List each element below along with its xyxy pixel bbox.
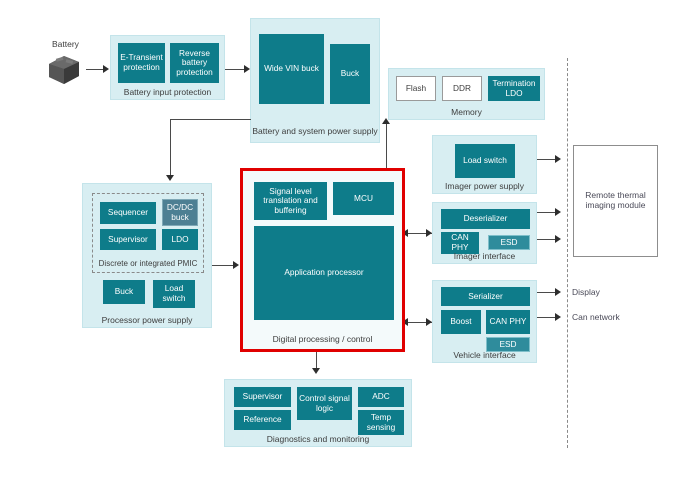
block-serializer[interactable]: Serializer (441, 287, 530, 306)
label-display: Display (572, 287, 600, 297)
connector-syspower-to-digital (386, 120, 387, 182)
arrowhead-canphy-to-network (555, 313, 561, 321)
block-boost[interactable]: Boost (441, 310, 481, 334)
arrowhead-serializer-to-display (555, 288, 561, 296)
connector-canphy-to-module (537, 239, 558, 240)
block-load-switch-processor[interactable]: Load switch (153, 280, 195, 308)
group-label-vehicle-interface: Vehicle interface (453, 350, 516, 360)
arrowhead-left-imager-interface (402, 229, 408, 237)
block-load-switch-imager[interactable]: Load switch (455, 144, 515, 178)
block-remote-thermal-imaging-module[interactable]: Remote thermal imaging module (573, 145, 658, 257)
connector-serializer-to-display (537, 292, 558, 293)
system-boundary-divider (567, 58, 568, 448)
block-ddr[interactable]: DDR (442, 76, 482, 101)
block-supervisor-pmic[interactable]: Supervisor (100, 229, 156, 250)
subgroup-label-discrete-or-integrated-pmic: Discrete or integrated PMIC (98, 259, 198, 268)
block-deserializer[interactable]: Deserializer (441, 209, 530, 229)
block-termination-ldo[interactable]: Termination LDO (488, 76, 540, 101)
arrowhead-to-processor-power (166, 175, 174, 181)
connector-procpower-to-digital (212, 265, 237, 266)
block-e-transient-protection[interactable]: E-Transient protection (118, 43, 165, 83)
group-imager-interface[interactable]: Deserializer CAN PHY ESD Imager interfac… (432, 202, 537, 264)
label-can-network: Can network (572, 312, 620, 322)
block-supervisor-diagnostics[interactable]: Supervisor (234, 387, 291, 407)
arrowhead-battery-to-protection (103, 65, 109, 73)
block-reverse-battery-protection[interactable]: Reverse battery protection (170, 43, 219, 83)
arrowhead-protection-to-syspower (244, 65, 250, 73)
connector-deserializer-to-module (537, 212, 558, 213)
group-battery-and-system-power-supply[interactable]: Wide VIN buck Buck Battery and system po… (250, 18, 380, 143)
group-processor-power-supply[interactable]: Sequencer DC/DC buck Supervisor LDO Disc… (82, 183, 212, 328)
battery-label: Battery (52, 39, 79, 49)
arrowhead-up-to-memory (382, 118, 390, 124)
group-imager-power-supply[interactable]: Load switch Imager power supply (432, 135, 537, 194)
group-label-battery-input-protection: Battery input protection (123, 87, 212, 97)
battery-3d-icon (49, 56, 79, 84)
block-can-phy-imager[interactable]: CAN PHY (441, 232, 479, 254)
group-label-memory: Memory (451, 107, 482, 117)
block-application-processor[interactable]: Application processor (254, 226, 394, 320)
group-memory[interactable]: Flash DDR Termination LDO Memory (388, 68, 545, 120)
group-label-diagnostics-and-monitoring: Diagnostics and monitoring (266, 434, 370, 444)
connector-digital-to-diagnostics (316, 352, 317, 370)
arrowhead-imagerpower-to-module (555, 155, 561, 163)
arrowhead-canphy-to-module (555, 235, 561, 243)
group-digital-processing-control[interactable]: Signal level translation and buffering M… (240, 168, 405, 352)
group-label-processor-power-supply: Processor power supply (101, 315, 193, 325)
arrowhead-right-vehicle-interface (426, 318, 432, 326)
arrowhead-procpower-to-digital (233, 261, 239, 269)
block-temp-sensing[interactable]: Temp sensing (358, 410, 404, 435)
block-buck-system[interactable]: Buck (330, 44, 370, 104)
connector-digital-to-vehicle-interface (406, 322, 432, 323)
block-mcu[interactable]: MCU (333, 182, 394, 215)
block-wide-vin-buck[interactable]: Wide VIN buck (259, 34, 324, 104)
arrowhead-deserializer-to-module (555, 208, 561, 216)
block-reference[interactable]: Reference (234, 410, 291, 430)
block-sequencer[interactable]: Sequencer (100, 202, 156, 224)
group-label-imager-interface: Imager interface (453, 251, 516, 261)
connector-syspower-left (170, 119, 251, 120)
block-control-signal-logic[interactable]: Control signal logic (297, 387, 352, 420)
arrowhead-digital-to-diagnostics (312, 368, 320, 374)
connector-digital-to-imager-interface (406, 233, 432, 234)
group-label-battery-and-system-power-supply: Battery and system power supply (252, 126, 378, 136)
group-vehicle-interface[interactable]: Serializer Boost CAN PHY ESD Vehicle int… (432, 280, 537, 363)
block-esd-imager[interactable]: ESD (488, 235, 530, 250)
connector-protection-to-syspower (225, 69, 246, 70)
arrowhead-right-imager-interface (426, 229, 432, 237)
arrowhead-left-vehicle-interface (402, 318, 408, 326)
group-label-digital-processing-control: Digital processing / control (272, 334, 373, 344)
block-esd-vehicle[interactable]: ESD (486, 337, 530, 352)
block-signal-level-translation-and-buffering[interactable]: Signal level translation and buffering (254, 182, 327, 220)
connector-imagerpower-to-module (537, 159, 558, 160)
subgroup-discrete-or-integrated-pmic[interactable]: Sequencer DC/DC buck Supervisor LDO Disc… (92, 193, 204, 273)
block-adc[interactable]: ADC (358, 387, 404, 407)
connector-canphy-to-network (537, 317, 558, 318)
connector-syspower-down (170, 119, 171, 176)
block-ldo[interactable]: LDO (162, 229, 198, 250)
block-buck-processor[interactable]: Buck (103, 280, 145, 304)
group-battery-input-protection[interactable]: E-Transient protection Reverse battery p… (110, 35, 225, 100)
block-can-phy-vehicle[interactable]: CAN PHY (486, 310, 530, 334)
group-label-imager-power-supply: Imager power supply (445, 181, 524, 191)
block-dcdc-buck[interactable]: DC/DC buck (162, 199, 198, 226)
group-diagnostics-and-monitoring[interactable]: Supervisor Control signal logic ADC Refe… (224, 379, 412, 447)
connector-battery-to-protection (86, 69, 104, 70)
block-flash[interactable]: Flash (396, 76, 436, 101)
